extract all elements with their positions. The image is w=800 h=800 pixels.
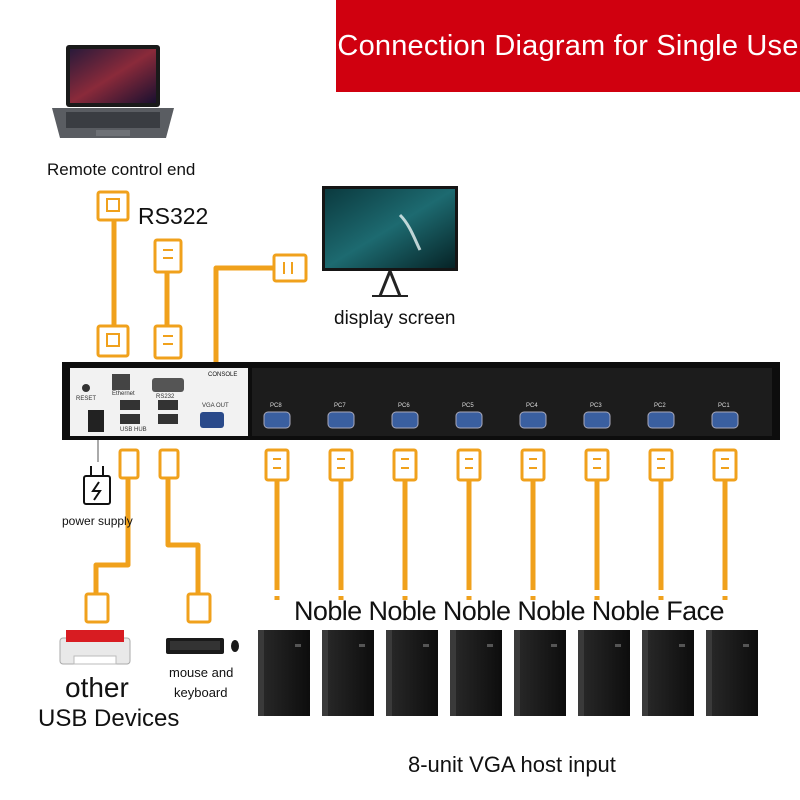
- pc-port-label-pc3: PC3: [590, 403, 602, 409]
- usb-devices-label: USB Devices: [38, 705, 180, 732]
- mouse-label: mouse and: [169, 665, 234, 680]
- pc-tower-icon: [578, 630, 630, 716]
- pc-port-group: [263, 411, 739, 600]
- pc-tower-button: [295, 644, 301, 647]
- pc-tower-icon: [642, 630, 694, 716]
- pc-tower-icon: [706, 630, 758, 716]
- kvm-vga-port-pc8: [263, 411, 291, 429]
- pc-tower-button: [615, 644, 621, 647]
- vga-connector: [712, 448, 738, 482]
- pc-tower-button: [743, 644, 749, 647]
- kvm-vga-port-pc4: [519, 411, 547, 429]
- rs232-label: RS232: [156, 394, 175, 400]
- pc-tower-button: [359, 644, 365, 647]
- pc-tower-button: [551, 644, 557, 647]
- kvm-vga-port-pc6: [391, 411, 419, 429]
- printer-icon: [59, 630, 131, 665]
- pc-tower-side: [514, 630, 520, 716]
- console-label: CONSOLE: [208, 372, 238, 378]
- vga-connector: [456, 448, 482, 482]
- vga-connector: [520, 448, 546, 482]
- laptop-icon: [52, 45, 174, 138]
- pc-port-label-pc6: PC6: [398, 403, 410, 409]
- power-plug-icon: [83, 466, 111, 505]
- vga-connector: [264, 448, 290, 482]
- pc-tower-button: [679, 644, 685, 647]
- hosts-caption: 8-unit VGA host input: [408, 752, 616, 777]
- pc-tower-button: [423, 644, 429, 647]
- display-label: display screen: [334, 308, 456, 329]
- vga-connector: [392, 448, 418, 482]
- rs322-label: RS322: [138, 203, 209, 229]
- vga-connector: [584, 448, 610, 482]
- vga-connector: [328, 448, 354, 482]
- kvm-vga-port-pc7: [327, 411, 355, 429]
- ethernet-label: Ethernet: [112, 391, 135, 397]
- power-label: power supply: [62, 514, 133, 528]
- pc-tower-side: [386, 630, 392, 716]
- pc-tower-side: [322, 630, 328, 716]
- kvm-vga-port-pc5: [455, 411, 483, 429]
- pc-tower-side: [706, 630, 712, 716]
- monitor-icon: [322, 186, 458, 297]
- kvm-vga-port-pc2: [647, 411, 675, 429]
- vga-connector: [648, 448, 674, 482]
- pc-tower-button: [487, 644, 493, 647]
- pc-tower-icon: [450, 630, 502, 716]
- pc-port-label-pc8: PC8: [270, 403, 282, 409]
- pc-port-label-pc5: PC5: [462, 403, 474, 409]
- hosts-banner: Noble Noble Noble Noble Noble Face: [294, 596, 724, 626]
- pc-tower-side: [578, 630, 584, 716]
- kvm-vga-port-pc1: [711, 411, 739, 429]
- keyboard-icon: [166, 638, 224, 654]
- pc-port-label-pc4: PC4: [526, 403, 538, 409]
- pc-tower-group: [258, 630, 758, 716]
- mouse-icon: [231, 640, 239, 652]
- title-banner: Connection Diagram for Single Use: [336, 0, 800, 92]
- pc-tower-side: [642, 630, 648, 716]
- pc-tower-side: [258, 630, 264, 716]
- kvm-vga-port-pc3: [583, 411, 611, 429]
- kvm-switch: [62, 362, 780, 440]
- pc-tower-icon: [322, 630, 374, 716]
- remote-label: Remote control end: [47, 160, 196, 179]
- pc-tower-icon: [258, 630, 310, 716]
- usb-other-label: other: [65, 672, 129, 703]
- pc-port-label-pc7: PC7: [334, 403, 346, 409]
- reset-label: RESET: [76, 396, 97, 402]
- usb-hub-label: USB HUB: [120, 427, 147, 433]
- pc-tower-icon: [386, 630, 438, 716]
- diagram-title: Connection Diagram for Single Use: [337, 29, 799, 62]
- pc-tower-icon: [514, 630, 566, 716]
- pc-port-label-pc2: PC2: [654, 403, 666, 409]
- pc-tower-side: [450, 630, 456, 716]
- keyboard-label: keyboard: [174, 685, 228, 700]
- vga-out-label: VGA OUT: [202, 403, 229, 409]
- pc-port-label-pc1: PC1: [718, 403, 730, 409]
